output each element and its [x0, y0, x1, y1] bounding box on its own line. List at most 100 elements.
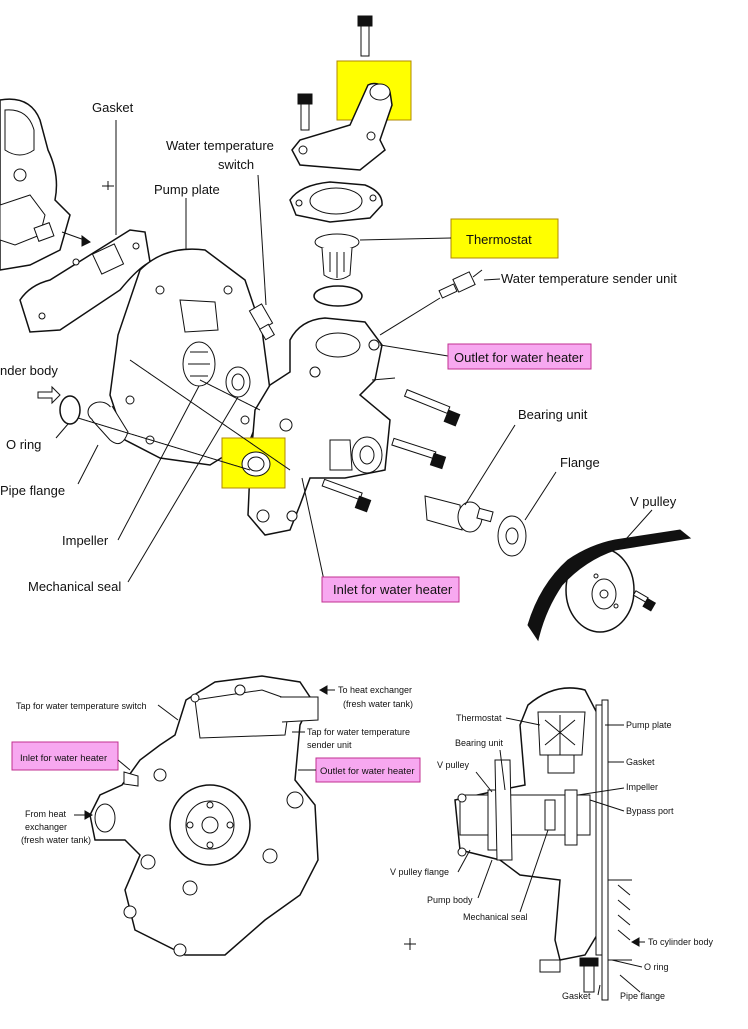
- bolt-top-1: [357, 15, 373, 57]
- sec-v-pulley-flange-label: V pulley flange: [390, 867, 449, 877]
- flange-label: Flange: [560, 455, 600, 470]
- bolt-top-2: [297, 93, 313, 131]
- mechanical-seal-leader: [127, 396, 239, 583]
- o-ring-leader: [55, 423, 69, 439]
- inlet-leader: [301, 477, 326, 586]
- water-temp-switch-label-1: Water temperature: [166, 138, 274, 153]
- water-temp-switch-part: [248, 303, 276, 341]
- thermostat-label: Thermostat: [466, 232, 532, 247]
- sec-bearing-unit-label: Bearing unit: [455, 738, 504, 748]
- section-view: Thermostat Pump plate Bearing unit Gaske…: [390, 687, 714, 1001]
- sec-bottom-leaders: [597, 974, 641, 996]
- front-from-hx-label-2: exchanger: [25, 822, 67, 832]
- front-inlet-box: [11, 741, 119, 771]
- gasket-label: Gasket: [92, 100, 134, 115]
- bearing-unit-part: [424, 495, 494, 533]
- pipe-flange-label: Pipe flange: [0, 483, 65, 498]
- sec-o-ring-leader: [611, 959, 643, 968]
- sec-v-pulley-leader: [475, 771, 493, 793]
- from-hx-arrow-head: [84, 810, 94, 820]
- front-outlet-label: Outlet for water heater: [320, 766, 415, 777]
- impeller-part: [182, 341, 216, 387]
- sec-thermostat-leader: [505, 717, 541, 726]
- thermostat-o-ring: [313, 285, 363, 307]
- sender-unit-label: Water temperature sender unit: [501, 271, 677, 286]
- exploded-view: Gasket Pump plate Water temperature swit…: [0, 15, 692, 642]
- sec-gasket-bottom-label: Gasket: [562, 991, 591, 1001]
- o-ring-part: [59, 395, 81, 425]
- mechanical-seal-part: [225, 366, 251, 398]
- thermostat-cap-part: [291, 82, 393, 171]
- sender-unit-part: [438, 269, 483, 299]
- outlet-box: [447, 343, 592, 370]
- sec-v-pulley-label: V pulley: [437, 760, 470, 770]
- outlet-label: Outlet for water heater: [454, 350, 584, 365]
- sec-mechanical-seal-leader: [519, 829, 549, 913]
- to-hx-arrow-head: [318, 685, 328, 695]
- bolt-bottom: [321, 478, 372, 513]
- bolt-right-2: [391, 437, 447, 470]
- sec-center-mark: [404, 938, 416, 950]
- water-temp-switch-leader: [257, 174, 267, 306]
- sec-thermostat-label: Thermostat: [456, 713, 502, 723]
- pulley-bolt: [632, 590, 657, 612]
- assembly-guides: [77, 359, 291, 471]
- front-view: To heat exchanger (fresh water tank) Tap…: [11, 675, 421, 957]
- mechanical-seal-label: Mechanical seal: [28, 579, 121, 594]
- sec-o-ring-label: O ring: [644, 962, 669, 972]
- cylinder-body-arrow: [37, 385, 61, 405]
- sender-unit-leader: [483, 278, 501, 281]
- sec-pump-body-leader: [477, 859, 493, 899]
- sec-gasket-label: Gasket: [626, 757, 655, 767]
- pump-plate-label: Pump plate: [154, 182, 220, 197]
- section-pump-body: [454, 687, 632, 1001]
- front-from-hx-label-1: From heat: [25, 809, 67, 819]
- pipe-flange-part: [87, 401, 129, 445]
- outlet-leader: [379, 344, 449, 357]
- front-tap-switch-leader: [157, 704, 179, 721]
- front-tap-sender-label-2: sender unit: [307, 740, 352, 750]
- inlet-pipe-part: [241, 451, 271, 477]
- sec-bypass-port-leader: [589, 799, 625, 812]
- front-inlet-leader: [117, 759, 131, 771]
- flange-part: [497, 515, 527, 557]
- front-outlet-box: [315, 757, 421, 783]
- sec-pump-body-label: Pump body: [427, 895, 473, 905]
- front-to-hx-label-1: To heat exchanger: [338, 685, 412, 695]
- bearing-unit-label: Bearing unit: [518, 407, 588, 422]
- cylinder-body-label: nder body: [0, 363, 58, 378]
- impeller-leader: [117, 385, 200, 541]
- pipe-flange-leader: [77, 444, 99, 485]
- gasket-arrow-head: [81, 235, 91, 247]
- sec-bypass-port-label: Bypass port: [626, 806, 674, 816]
- sec-pump-plate-label: Pump plate: [626, 720, 672, 730]
- flange-leader: [524, 471, 557, 521]
- front-view-pump-body: [89, 675, 319, 957]
- sec-to-cyl-arrow-head: [630, 937, 640, 947]
- water-temp-switch-label-2: switch: [218, 157, 254, 172]
- bolt-right-1: [403, 389, 461, 427]
- v-pulley-leader: [617, 509, 653, 549]
- inlet-label: Inlet for water heater: [333, 582, 453, 597]
- thermostat-part: [314, 233, 360, 280]
- front-inlet-label: Inlet for water heater: [20, 753, 107, 764]
- front-to-hx-label-2: (fresh water tank): [343, 699, 413, 709]
- sender-unit-guide: [379, 297, 441, 336]
- sec-impeller-leader: [577, 787, 625, 796]
- sec-v-pulley-flange-leader: [457, 849, 471, 873]
- gasket-center-mark: [102, 181, 114, 190]
- sec-to-cylinder-label: To cylinder body: [648, 937, 714, 947]
- thermostat-gasket-part: [289, 181, 383, 223]
- thermostat-highlight-box: [450, 218, 559, 259]
- engine-block-fragment: [0, 98, 71, 271]
- v-pulley-part: [565, 547, 635, 633]
- bearing-unit-leader: [464, 424, 516, 506]
- front-tap-switch-label: Tap for water temperature switch: [16, 701, 147, 711]
- thermostat-leader: [359, 237, 452, 241]
- sec-mechanical-seal-label: Mechanical seal: [463, 912, 528, 922]
- bolt-small: [371, 377, 396, 381]
- front-from-hx-label-3: (fresh water tank): [21, 835, 91, 845]
- v-pulley-label: V pulley: [630, 494, 677, 509]
